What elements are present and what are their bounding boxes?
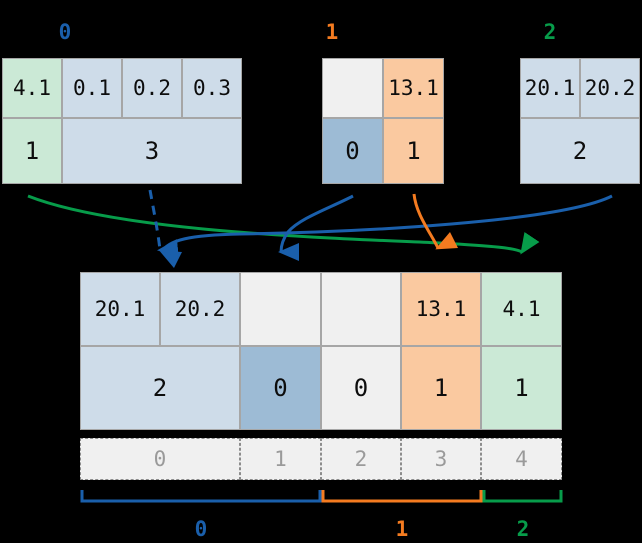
source0-key-cell-1: 3 [62, 118, 242, 184]
result-key-cell-1: 0 [240, 346, 321, 430]
source0-key-cell-0: 1 [2, 118, 62, 184]
index-cell-0: 0 [80, 438, 240, 480]
bracket-blue [80, 490, 322, 503]
arrow-green [27, 194, 540, 255]
source1-value-cell-1: 13.1 [383, 58, 444, 118]
source-partition-label-0: 0 [58, 20, 72, 44]
bracket-green [482, 490, 563, 503]
result-key-cell-0: 2 [80, 346, 240, 430]
source2-value-cell-0: 20.1 [520, 58, 580, 118]
arrow-blue-long [159, 194, 613, 269]
source2-value-cell-1: 20.2 [580, 58, 640, 118]
index-cell-4: 4 [481, 438, 562, 480]
source2-key-cell-0: 2 [520, 118, 640, 184]
bracket-orange [321, 490, 483, 503]
arrow-blue-short [278, 194, 354, 262]
index-cell-1: 1 [240, 438, 321, 480]
source0-value-cell-0: 4.1 [2, 58, 62, 118]
source0-value-cell-3: 0.3 [182, 58, 242, 118]
result-value-cell-4: 13.1 [401, 272, 481, 346]
source1-key-cell-1: 1 [383, 118, 444, 184]
result-value-cell-0: 20.1 [80, 272, 160, 346]
result-partition-label-0: 0 [194, 517, 208, 541]
arrow-blue-dashed [148, 189, 179, 257]
source-partition-label-2: 2 [543, 20, 557, 44]
source1-value-cell-0 [322, 58, 383, 118]
index-cell-3: 3 [401, 438, 481, 480]
result-partition-label-2: 2 [516, 517, 530, 541]
result-value-cell-2 [240, 272, 321, 346]
source-partition-label-1: 1 [325, 20, 339, 44]
source1-key-cell-0: 0 [322, 118, 383, 184]
result-key-cell-3: 1 [401, 346, 481, 430]
result-key-cell-4: 1 [481, 346, 562, 430]
source0-value-cell-1: 0.1 [62, 58, 122, 118]
result-value-cell-3 [321, 272, 401, 346]
arrow-orange [412, 193, 459, 250]
result-value-cell-1: 20.2 [160, 272, 240, 346]
index-cell-2: 2 [321, 438, 401, 480]
result-key-cell-2: 0 [321, 346, 401, 430]
source0-value-cell-2: 0.2 [122, 58, 182, 118]
result-partition-label-1: 1 [395, 517, 409, 541]
result-value-cell-5: 4.1 [481, 272, 562, 346]
